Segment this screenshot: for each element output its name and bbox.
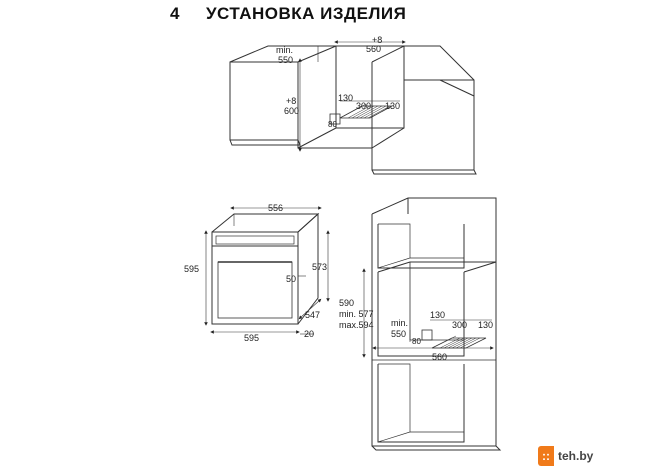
top-min-label: min.	[276, 45, 293, 55]
column-height-min: min. 577	[339, 309, 374, 319]
oven-front-thickness: 20	[304, 329, 314, 339]
oven-width-bottom: 595	[244, 333, 259, 343]
section-title: УСТАНОВКА ИЗДЕЛИЯ	[205, 4, 407, 23]
top-vent-left: 130	[338, 93, 353, 103]
oven-diagram	[204, 206, 330, 335]
top-vent-depth: 80	[328, 120, 337, 129]
oven-diagram-labels: 556 595 573 50 547 595 20	[184, 203, 327, 343]
top-depth-value: 560	[366, 44, 381, 54]
oven-width-top: 556	[268, 203, 283, 213]
column-vent-left: 130	[430, 310, 445, 320]
section-heading: 4 УСТАНОВКА ИЗДЕЛИЯ	[170, 4, 406, 24]
oven-handle-offset: 50	[286, 274, 296, 284]
top-depth-plus: +8	[372, 35, 382, 45]
column-vent-right: 130	[478, 320, 493, 330]
watermark-text: teh.by	[554, 447, 598, 465]
top-height-plus: +8	[286, 96, 296, 106]
column-vent-mid: 300	[452, 320, 467, 330]
column-cabinet-diagram	[362, 197, 502, 451]
column-vent-depth: 80	[412, 337, 421, 346]
column-diagram-labels: 590 min. 577 max.594 min. 550 130 300 13…	[339, 298, 493, 362]
site-watermark: :: teh.by	[538, 446, 598, 466]
oven-height-right: 573	[312, 262, 327, 272]
top-cabinet-diagram	[229, 40, 477, 175]
column-width: 560	[432, 352, 447, 362]
column-min-label: min.	[391, 318, 408, 328]
top-vent-mid: 300	[356, 101, 371, 111]
column-height-max: max.594	[339, 320, 374, 330]
column-min-value: 550	[391, 329, 406, 339]
oven-height-left: 595	[184, 264, 199, 274]
oven-depth: 547	[305, 310, 320, 320]
top-height-value: 600	[284, 106, 299, 116]
top-diagram-labels: min. 550 +8 560 +8 600 130 300 130 80	[276, 35, 400, 129]
top-vent-right: 130	[385, 101, 400, 111]
watermark-logo-icon: ::	[538, 446, 554, 466]
section-number: 4	[170, 4, 180, 23]
column-height-main: 590	[339, 298, 354, 308]
top-min-value: 550	[278, 55, 293, 65]
